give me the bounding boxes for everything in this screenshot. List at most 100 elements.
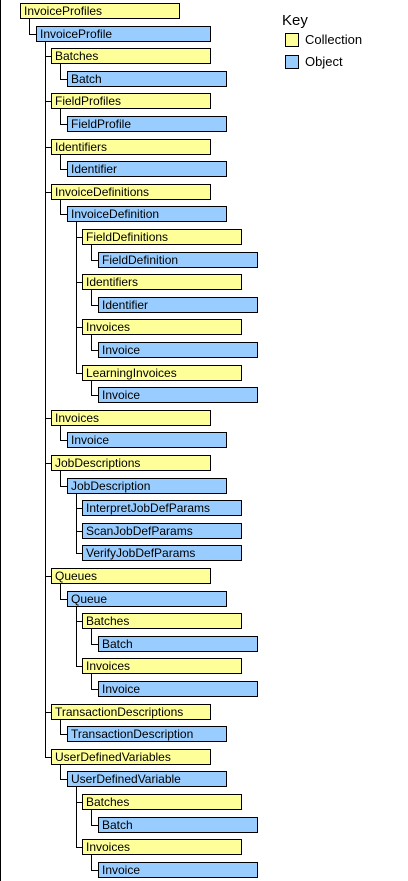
connector-line [91,260,98,261]
connector-line [91,395,98,396]
tree-node-job-descriptions: JobDescriptions [51,455,211,471]
connector-line [76,787,77,848]
connector-line [45,192,51,193]
connector-line [76,222,77,374]
tree-node-field-profiles: FieldProfiles [51,93,211,109]
connector-line [45,757,51,758]
connector-line [60,64,61,80]
connector-line [91,245,92,261]
tree-node-batch: Batch [67,71,227,87]
tree-node-invoices: Invoices [82,839,242,855]
connector-line [29,34,36,35]
connector-line [91,810,92,826]
connector-line [60,155,61,170]
tree-node-transaction-description: TransactionDescription [67,726,227,742]
tree-node-identifier: Identifier [67,161,227,177]
tree-node-invoice-profiles: InvoiceProfiles [20,3,180,19]
connector-line [45,56,51,57]
connector-line [60,109,61,125]
connector-line [91,644,98,645]
tree-node-field-definitions: FieldDefinitions [82,229,242,245]
tree-node-batches: Batches [51,48,211,64]
connector-line [76,508,82,509]
connector-line [76,607,77,667]
connector-line [91,855,92,871]
tree-node-verify-job-def-params: VerifyJobDefParams [82,545,242,561]
tree-node-learning-invoices: LearningInvoices [82,365,242,381]
connector-line [45,463,51,464]
connector-line [60,200,61,215]
connector-line [76,237,82,238]
tree-node-invoice: Invoice [98,387,258,403]
connector-line [91,689,98,690]
connector-line [91,674,92,690]
tree-node-user-defined-variable: UserDefinedVariable [67,771,227,787]
connector-line [60,486,67,487]
tree-node-batches: Batches [82,794,242,810]
tree-node-field-definition: FieldDefinition [98,252,258,268]
connector-line [91,290,92,306]
connector-line [60,599,67,600]
connector-line [76,494,77,554]
connector-line [60,169,67,170]
connector-line [60,584,61,600]
tree-node-invoice-definition: InvoiceDefinition [67,206,227,222]
tree-node-invoice-profile: InvoiceProfile [36,26,211,42]
connector-line [60,426,61,441]
tree-node-transaction-descriptions: TransactionDescriptions [51,704,211,720]
legend-title: Key [282,12,308,29]
tree-node-job-description: JobDescription [67,478,227,494]
connector-line [76,666,82,667]
connector-line [76,282,82,283]
connector-line [76,373,82,374]
legend-object-label: Object [305,54,343,69]
legend-collection-label: Collection [305,32,363,47]
connector-line [60,779,67,780]
legend-row-object: Object [282,51,343,73]
tree-node-invoices: Invoices [82,319,242,335]
tree-node-identifiers: Identifiers [82,274,242,290]
connector-line [76,621,82,622]
connector-line [91,825,98,826]
collection-swatch [285,33,299,47]
connector-line [60,440,67,441]
tree-node-field-profile: FieldProfile [67,116,227,132]
connector-line [91,870,98,871]
tree-node-scan-job-def-params: ScanJobDefParams [82,523,242,539]
connector-line [60,734,67,735]
connector-line [76,327,82,328]
tree-node-user-defined-variables: UserDefinedVariables [51,749,211,765]
tree-node-batch: Batch [98,817,258,833]
object-swatch [285,55,299,69]
connector-line [45,42,46,758]
connector-line [91,335,92,351]
connector-line [45,576,51,577]
connector-line [29,19,30,35]
tree-node-invoice-definitions: InvoiceDefinitions [51,184,211,200]
tree-node-queue: Queue [67,591,227,607]
connector-line [60,124,67,125]
tree-node-identifiers: Identifiers [51,139,211,155]
tree-node-invoice: Invoice [98,342,258,358]
connector-line [45,712,51,713]
connector-line [91,350,98,351]
connector-line [76,531,82,532]
tree-node-identifier: Identifier [98,297,258,313]
tree-node-invoice: Invoice [67,432,227,448]
connector-line [45,418,51,419]
tree-node-invoices: Invoices [51,410,211,426]
tree-node-queues: Queues [51,568,211,584]
connector-line [60,79,67,80]
connector-line [76,847,82,848]
connector-line [60,471,61,487]
connector-line [91,381,92,396]
connector-line [60,214,67,215]
tree-node-invoices: Invoices [82,658,242,674]
tree-node-batches: Batches [82,613,242,629]
legend: Key Collection Object [282,12,362,73]
connector-line [60,765,61,780]
tree-node-batch: Batch [98,636,258,652]
connector-line [76,802,82,803]
legend-row-collection: Collection [282,29,362,51]
connector-line [45,101,51,102]
